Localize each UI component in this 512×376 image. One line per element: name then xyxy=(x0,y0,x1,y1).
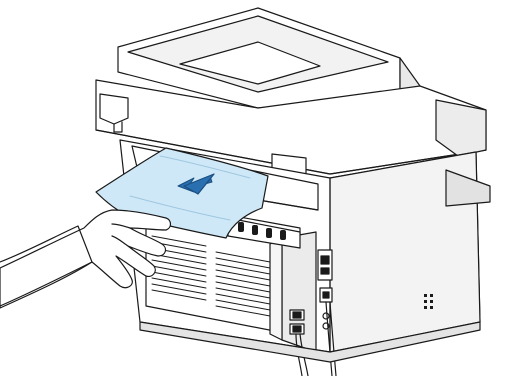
left-hinge-clip xyxy=(100,94,128,124)
